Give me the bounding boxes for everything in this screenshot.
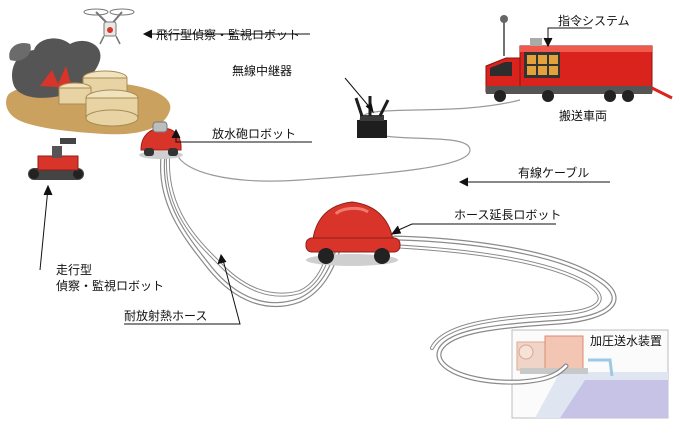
pump-unit: [511, 329, 669, 419]
facility-scene: [6, 38, 171, 135]
ground-recon-robot: [28, 138, 84, 180]
label-command-system: 指令システム: [558, 13, 630, 28]
label-transport-vehicle: 搬送車両: [559, 108, 607, 123]
leader-lines: [39, 27, 610, 325]
label-pump-unit: 加圧送水装置: [590, 333, 662, 348]
label-ground-robot-line2: 偵察・監視ロボット: [56, 278, 164, 293]
label-ground-robot-line1: 走行型: [56, 263, 92, 277]
label-water-cannon-robot: 放水砲ロボット: [212, 126, 296, 141]
hose-lines: [159, 153, 617, 385]
wireless-relay: [354, 96, 390, 138]
label-heat-resistant-hose: 耐放射熱ホース: [124, 308, 207, 323]
label-wireless-relay: 無線中継器: [232, 63, 292, 78]
wired-cable: [175, 99, 521, 182]
drone: [83, 8, 135, 45]
water-cannon-robot: [139, 121, 183, 159]
transport-truck: [485, 15, 673, 102]
hose-extension-robot: [305, 201, 401, 266]
label-hose-extension-robot: ホース延長ロボット: [454, 208, 561, 222]
label-drone: 飛行型偵察・監視ロボット: [156, 27, 300, 42]
label-wired-cable: 有線ケーブル: [518, 165, 589, 180]
